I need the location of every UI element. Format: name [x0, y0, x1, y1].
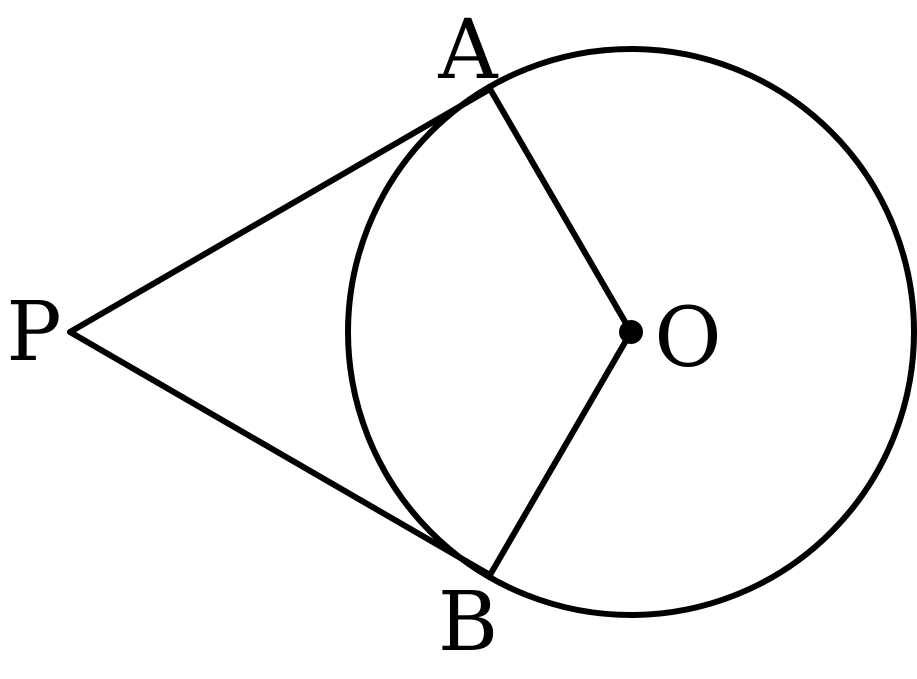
center-point — [619, 320, 643, 344]
label-o: O — [654, 291, 721, 386]
label-b: B — [438, 575, 498, 670]
radius-ob — [487, 329, 634, 578]
tangent-segment-pa — [67, 86, 493, 335]
tangent-segment-pb — [67, 329, 493, 578]
circle — [345, 46, 917, 618]
label-p: P — [6, 285, 61, 380]
radius-oa — [487, 86, 634, 335]
label-a: A — [437, 3, 499, 98]
